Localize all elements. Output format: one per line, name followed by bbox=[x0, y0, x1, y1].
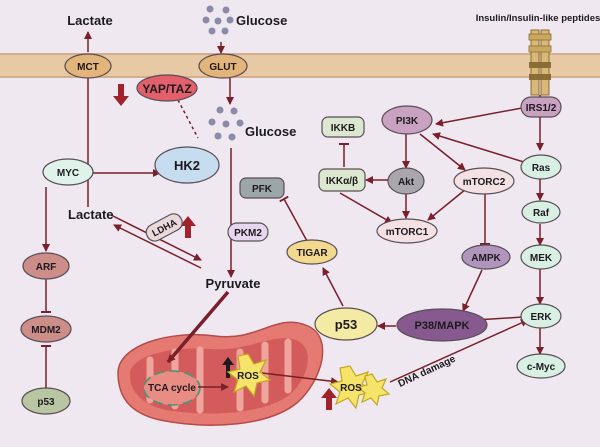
glucose-mid-label: Glucose bbox=[245, 124, 296, 139]
myc-node bbox=[42, 158, 94, 186]
insulin-receptor bbox=[528, 29, 552, 96]
glucose-dots-extracellular bbox=[202, 5, 234, 35]
pi3k-node bbox=[381, 105, 433, 135]
erk-node bbox=[520, 303, 562, 329]
ros-star-out-2 bbox=[356, 373, 391, 407]
glucose-dots-intracellular bbox=[208, 106, 244, 141]
glut-label: GLUT bbox=[209, 62, 236, 73]
ikk-ab-node bbox=[318, 168, 366, 192]
p38-label: P38/MAPK bbox=[414, 320, 469, 332]
arf-label: ARF bbox=[36, 262, 57, 273]
raf-node bbox=[521, 200, 561, 224]
tca-label: TCA cycle bbox=[148, 383, 196, 394]
p53-low-label: p53 bbox=[37, 397, 55, 408]
mek-node bbox=[520, 244, 562, 270]
pkm2-label: PKM2 bbox=[234, 228, 262, 239]
ras-node bbox=[520, 154, 562, 180]
yap-down-arrow bbox=[113, 84, 129, 106]
dna-damage-label: DNA damage bbox=[397, 353, 458, 389]
p38-node bbox=[396, 308, 488, 342]
hk2-label: HK2 bbox=[174, 158, 200, 173]
mitochondrion bbox=[117, 321, 324, 426]
ros-star-out-1 bbox=[328, 365, 374, 410]
nodes bbox=[20, 53, 566, 415]
mtorc1-node bbox=[376, 218, 438, 244]
pkm2-node bbox=[227, 222, 269, 242]
regulation-arrows bbox=[113, 84, 337, 410]
ampk-label: AMPK bbox=[471, 253, 501, 264]
erk-label: ERK bbox=[530, 312, 552, 323]
ampk-node bbox=[461, 244, 511, 270]
pyruvate-label: Pyruvate bbox=[206, 276, 261, 291]
irs-label: IRS1/2 bbox=[526, 103, 557, 114]
mdm2-node bbox=[20, 315, 72, 343]
insulin-label: Insulin/Insulin-like peptides bbox=[476, 13, 600, 24]
ikkb-label: IKKB bbox=[331, 123, 355, 134]
pfk-label: PFK bbox=[252, 184, 273, 195]
ros-mito-label: ROS bbox=[237, 371, 259, 382]
akt-node bbox=[387, 167, 425, 195]
ldha-up-arrow bbox=[180, 216, 196, 238]
arf-node bbox=[22, 252, 70, 280]
lactate-mid-label: Lactate bbox=[68, 207, 114, 222]
glucose-top-label: Glucose bbox=[236, 13, 287, 28]
ldha-node bbox=[145, 213, 183, 242]
p53-mid-label: p53 bbox=[335, 317, 357, 332]
irs-node bbox=[520, 96, 562, 118]
yap-taz-node bbox=[136, 74, 198, 102]
mct-node bbox=[64, 53, 112, 79]
tigar-node bbox=[286, 239, 338, 265]
ras-label: Ras bbox=[532, 163, 551, 174]
tigar-label: TIGAR bbox=[296, 248, 328, 259]
ros-stars bbox=[226, 353, 391, 410]
hk2-node bbox=[154, 146, 220, 184]
ros-mito-up-arrow bbox=[222, 357, 234, 378]
glut-node bbox=[198, 53, 248, 79]
pfk-node bbox=[239, 177, 285, 199]
ikk-ab-label: IKKα/β bbox=[326, 176, 358, 187]
lactate-top-label: Lactate bbox=[67, 13, 113, 28]
ros-out-up-arrow bbox=[321, 388, 337, 410]
mct-label: MCT bbox=[77, 62, 99, 73]
myc-label: MYC bbox=[57, 168, 79, 179]
mtorc2-node bbox=[453, 167, 515, 195]
ikkb-node bbox=[321, 116, 365, 138]
edges bbox=[41, 31, 544, 391]
mdm2-label: MDM2 bbox=[31, 325, 61, 336]
p53-mid-node bbox=[314, 307, 378, 341]
ros-out-label: ROS bbox=[340, 383, 362, 394]
yap-taz-label: YAP/TAZ bbox=[142, 82, 191, 96]
raf-label: Raf bbox=[533, 208, 550, 219]
mtorc1-label: mTORC1 bbox=[386, 227, 429, 238]
ros-star-mito bbox=[226, 353, 272, 398]
labels: Lactate Glucose Insulin/Insulin-like pep… bbox=[31, 13, 600, 408]
pi3k-label: PI3K bbox=[396, 116, 419, 127]
akt-label: Akt bbox=[398, 177, 415, 188]
cmyc-label: c-Myc bbox=[527, 362, 556, 373]
p53-low-node bbox=[21, 387, 71, 415]
mtorc2-label: mTORC2 bbox=[463, 177, 506, 188]
cmyc-node bbox=[516, 353, 566, 379]
mek-label: MEK bbox=[530, 253, 553, 264]
